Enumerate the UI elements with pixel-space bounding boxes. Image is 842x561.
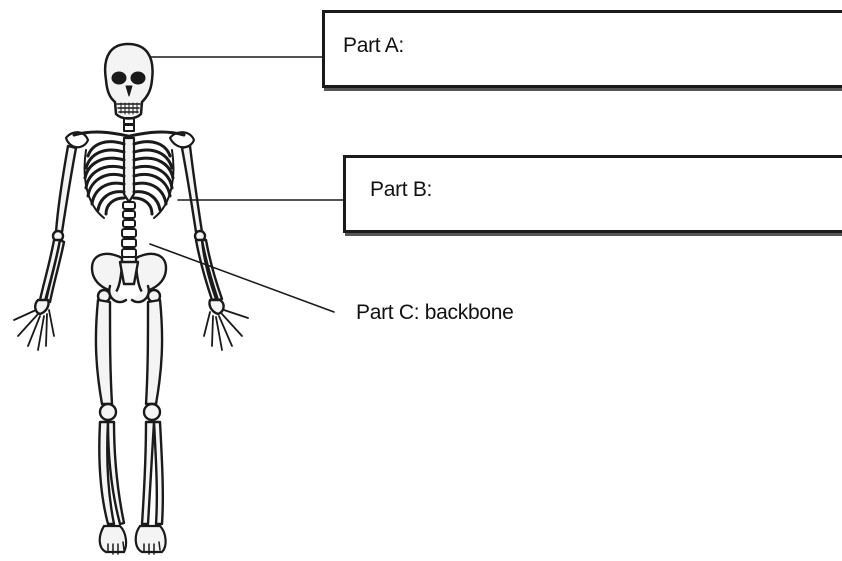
part-b-label: Part B: <box>370 178 432 202</box>
part-a-box[interactable]: Part A: <box>322 10 842 88</box>
right-arm <box>182 146 224 314</box>
part-b-box[interactable]: Part B: <box>343 155 842 233</box>
right-foot <box>136 526 166 554</box>
left-hand <box>14 310 54 350</box>
right-leg <box>142 300 163 524</box>
neck-vertebrae <box>124 118 134 131</box>
backbone <box>122 202 136 257</box>
part-c-label: Part C: backbone <box>356 301 513 325</box>
pelvis <box>92 254 166 302</box>
part-a-label: Part A: <box>343 34 404 58</box>
rib-cage <box>85 138 174 218</box>
skull <box>105 44 152 119</box>
right-hand <box>204 310 248 350</box>
left-leg <box>96 300 124 524</box>
left-arm <box>35 146 76 314</box>
left-foot <box>100 526 126 554</box>
leader-line-c <box>150 244 334 312</box>
